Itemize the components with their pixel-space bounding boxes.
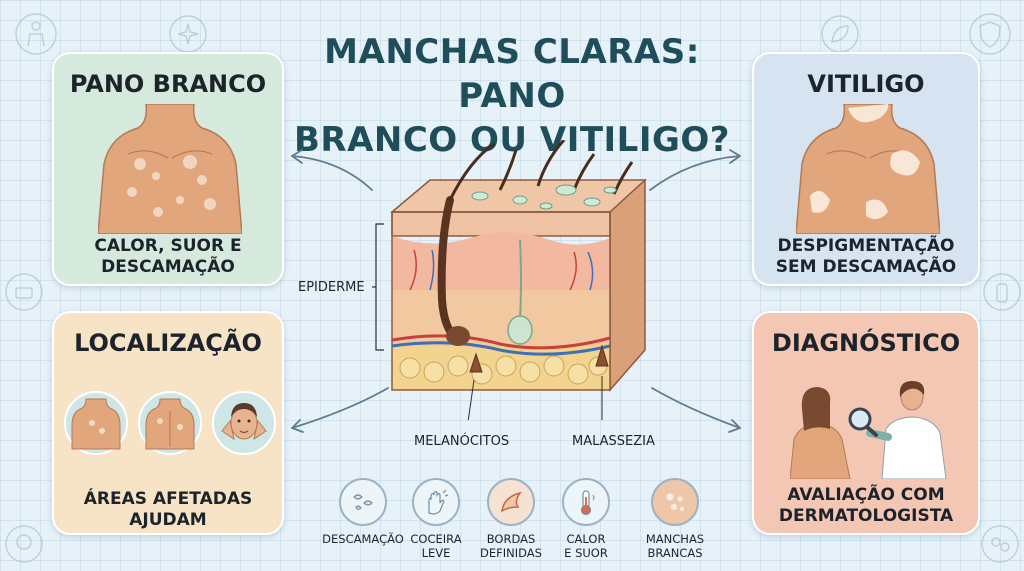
chest-area-icon bbox=[64, 391, 128, 455]
symptom-manchas-label-1: MANCHAS bbox=[645, 532, 705, 546]
symptom-manchas-label-2: BRANCAS bbox=[647, 546, 703, 560]
bottle-icon bbox=[983, 273, 1021, 311]
card-vitiligo-text-line-1: DESPIGMENTAÇÃO bbox=[777, 236, 955, 256]
card-diagnostico-text: AVALIAÇÃO COM DERMATOLOGISTA bbox=[754, 485, 978, 527]
label-epiderme: EPIDERME bbox=[298, 280, 365, 295]
symptom-coceira-label-2: LEVE bbox=[421, 546, 451, 560]
card-diagnostico-text-line-1: AVALIAÇÃO COM bbox=[787, 485, 945, 505]
shield-icon bbox=[969, 13, 1011, 55]
symptom-calor-label-2: E SUOR bbox=[564, 546, 608, 560]
flakes-icon bbox=[339, 478, 387, 526]
card-pano-branco-title: PANO BRANCO bbox=[69, 70, 267, 98]
symptom-descamacao: DESCAMAÇÃO bbox=[322, 478, 404, 546]
card-vitiligo: VITILIGO DESPIGMENTAÇÃO SEM DESCAMAÇÃO bbox=[752, 52, 980, 286]
back-area-icon bbox=[138, 391, 202, 455]
symptom-bordas-label-2: DEFINIDAS bbox=[480, 546, 542, 560]
card-diagnostico-title: DIAGNÓSTICO bbox=[771, 329, 961, 357]
symptom-descamacao-label-1: DESCAMAÇÃO bbox=[322, 532, 404, 546]
card-vitiligo-title: VITILIGO bbox=[807, 70, 925, 98]
doctor-examining-patient-illustration bbox=[790, 381, 947, 479]
card-localizacao-text-line-2: AJUDAM bbox=[129, 510, 207, 530]
cells-icon bbox=[981, 525, 1019, 563]
title-line-1: MANCHAS CLARAS: PANO bbox=[324, 32, 700, 116]
epidermis-bracket bbox=[372, 223, 384, 351]
arrow-to-pano-branco bbox=[291, 155, 373, 191]
skin-cross-section-illustration bbox=[389, 140, 647, 420]
card-pano-branco-text-line-2: DESCAMAÇÃO bbox=[101, 257, 235, 277]
arrow-to-vitiligo bbox=[649, 155, 741, 191]
face-area-icon bbox=[212, 391, 276, 455]
label-malassezia: MALASSEZIA bbox=[572, 434, 655, 449]
torso-with-depigmentation-illustration bbox=[796, 104, 940, 234]
face-icon bbox=[5, 525, 43, 563]
page-title: MANCHAS CLARAS: PANO BRANCO OU VITILIGO? bbox=[290, 30, 734, 162]
card-vitiligo-text-line-2: SEM DESCAMAÇÃO bbox=[775, 257, 957, 277]
body-outline-icon bbox=[15, 13, 57, 55]
torso-with-spots-illustration bbox=[98, 104, 242, 234]
card-localizacao-text-line-1: ÁREAS AFETADAS bbox=[83, 489, 253, 509]
scratch-hand-icon bbox=[412, 478, 460, 526]
label-melanocitos: MELANÓCITOS bbox=[414, 434, 510, 449]
card-diagnostico-text-line-2: DERMATOLOGISTA bbox=[778, 506, 954, 526]
symptom-calor-label-1: CALOR bbox=[566, 532, 606, 546]
card-pano-branco-text: CALOR, SUOR E DESCAMAÇÃO bbox=[54, 236, 282, 278]
card-diagnostico: DIAGNÓSTICO AVALIAÇÃO COM DERMATOLOGISTA bbox=[752, 311, 980, 535]
card-localizacao: LOCALIZAÇÃO ÁREAS AFETADAS AJUDAM bbox=[52, 311, 284, 535]
microscope-icon bbox=[5, 273, 43, 311]
defined-border-icon bbox=[487, 478, 535, 526]
title-line-2: BRANCO OU VITILIGO? bbox=[293, 120, 731, 160]
card-vitiligo-text: DESPIGMENTAÇÃO SEM DESCAMAÇÃO bbox=[754, 236, 978, 278]
thermometer-icon bbox=[562, 478, 610, 526]
white-spots-icon bbox=[651, 478, 699, 526]
symptom-bordas-label-1: BORDAS bbox=[486, 532, 536, 546]
arrow-to-localizacao bbox=[291, 387, 389, 429]
card-pano-branco-text-line-1: CALOR, SUOR E bbox=[94, 236, 242, 256]
card-localizacao-title: LOCALIZAÇÃO bbox=[74, 329, 262, 357]
card-pano-branco: PANO BRANCO CALOR, SUOR E DESCAMAÇÃO bbox=[52, 52, 284, 286]
card-localizacao-text: ÁREAS AFETADAS AJUDAM bbox=[54, 489, 282, 531]
symptom-coceira-label-1: COCEIRA bbox=[410, 532, 462, 546]
arrow-to-diagnostico bbox=[651, 387, 741, 429]
